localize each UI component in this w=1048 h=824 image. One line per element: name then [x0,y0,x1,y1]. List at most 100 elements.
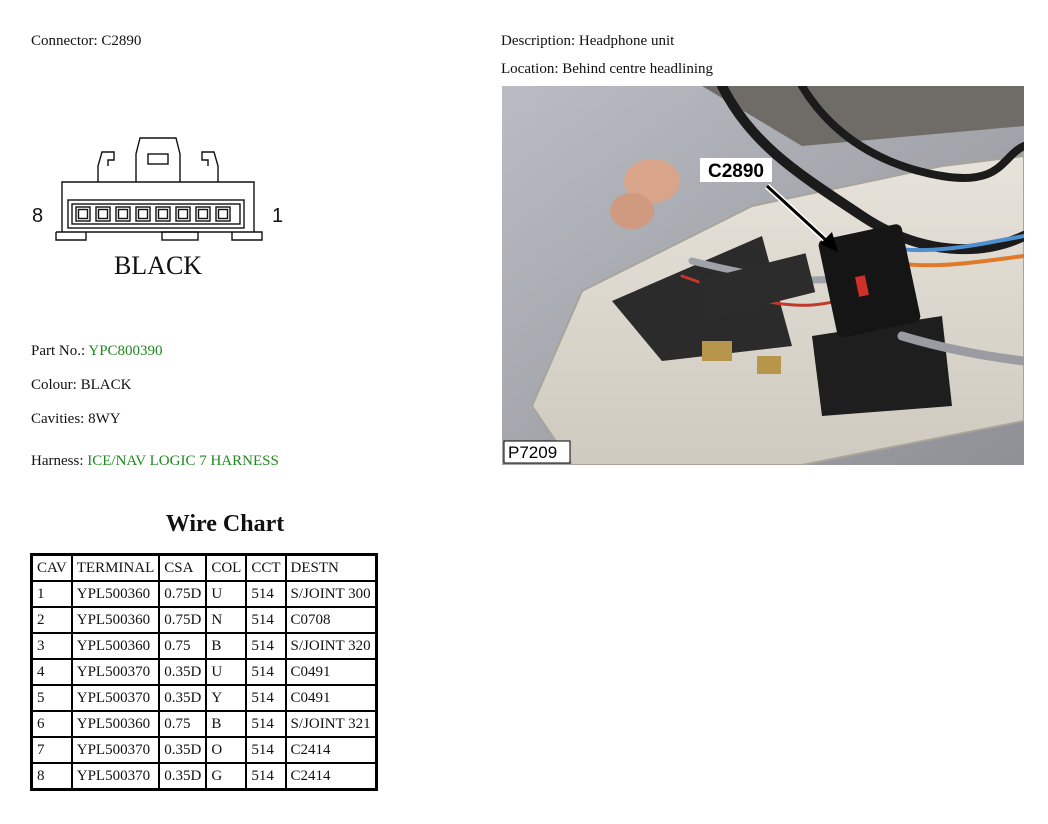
location-value: Behind centre headlining [562,61,714,77]
latch-outline [135,137,181,182]
description-line: Description: Headphone unit [501,32,674,50]
table-cell: 514 [245,684,287,712]
table-cell: 3 [30,632,73,660]
colour-line: Colour: BLACK [31,376,131,394]
body-outline [61,181,255,232]
table-cell: 0.75D [158,580,208,608]
body-flange-left [55,232,87,241]
location-photo: C2890 P7209 [502,86,1024,465]
column-header: COL [205,553,248,582]
table-cell: YPL500360 [70,606,161,634]
connector-face-svg: 8 1 BLACK [32,137,283,280]
pin-label-right: 1 [272,205,283,227]
table-cell: 0.35D [158,762,208,791]
column-header: DESTN [284,553,378,582]
harness-label: Harness: [31,453,84,469]
table-cell: 514 [245,736,287,764]
table-cell: S/JOINT 300 [284,580,378,608]
table-cell: 6 [30,710,73,738]
table-cell: 0.35D [158,736,208,764]
table-cell: C0491 [284,684,378,712]
left-bracket [97,151,115,182]
table-cell: 0.75 [158,710,208,738]
table-cell: C2414 [284,736,378,764]
callout-label: C2890 [708,161,764,182]
table-cell: YPL500370 [70,762,161,791]
cavity-frame-outer [67,199,245,229]
cavity-frame-inner [71,203,241,225]
table-cell: 8 [30,762,73,791]
table-cell: 2 [30,606,73,634]
body-key [161,231,199,241]
table-cell: YPL500360 [70,580,161,608]
clip-2 [757,356,781,374]
table-cell: 0.75D [158,606,208,634]
table-cell: B [205,632,248,660]
table-cell: 7 [30,736,73,764]
table-cell: C2414 [284,762,378,791]
cavities-line: Cavities: 8WY [31,410,121,428]
description-label: Description: [501,33,576,49]
table-cell: YPL500370 [70,658,161,686]
description-value: Headphone unit [578,33,675,49]
colour-value: BLACK [80,377,132,393]
cavities-value: 8WY [88,411,121,427]
table-cell: 4 [30,658,73,686]
headlining-edge [702,86,1024,146]
part-number-label: Part No.: [31,343,86,359]
table-cell: B [205,710,248,738]
column-header: CCT [245,553,287,582]
table-cell: 514 [245,710,287,738]
body-flange-right [56,231,263,241]
colour-caption: BLACK [114,251,202,280]
ref-code: P7209 [508,443,557,462]
harness-line: Harness: ICE/NAV LOGIC 7 HARNESS [31,452,279,470]
clip-1 [702,341,732,361]
part-number-line: Part No.: YPC800390 [31,342,163,360]
cavities-label: Cavities: [31,411,85,427]
location-label: Location: [501,61,559,77]
ref-code-box [503,440,571,464]
table-cell: O [205,736,248,764]
module-housing [698,253,816,319]
column-header: CSA [158,553,208,582]
column-header: TERMINAL [70,553,161,582]
table-cell: C0491 [284,658,378,686]
connector-block [818,224,921,338]
harness-link[interactable]: ICE/NAV LOGIC 7 HARNESS [87,453,279,469]
part-number-link[interactable]: YPC800390 [88,343,163,359]
table-cell: U [205,658,248,686]
table-cell: YPL500370 [70,736,161,764]
wire-chart-title: Wire Chart [165,511,285,537]
table-cell: 0.75 [158,632,208,660]
table-cell: 1 [30,580,73,608]
hand-finger-1 [624,159,680,203]
table-cell: 5 [30,684,73,712]
connector-label: Connector: [31,33,98,49]
location-line: Location: Behind centre headlining [501,60,713,78]
table-cell: YPL500360 [70,632,161,660]
colour-label: Colour: [31,377,77,393]
table-cell: G [205,762,248,791]
table-cell: 514 [245,606,287,634]
table-cell: 514 [245,580,287,608]
table-cell: C0708 [284,606,378,634]
cavity-pins [75,206,231,222]
table-cell: 514 [245,632,287,660]
location-photo-svg: C2890 P7209 [502,86,1024,465]
connector-lock-tab [855,275,869,297]
hand-finger-2 [610,193,654,229]
table-cell: 514 [245,762,287,791]
right-bracket [201,151,219,182]
